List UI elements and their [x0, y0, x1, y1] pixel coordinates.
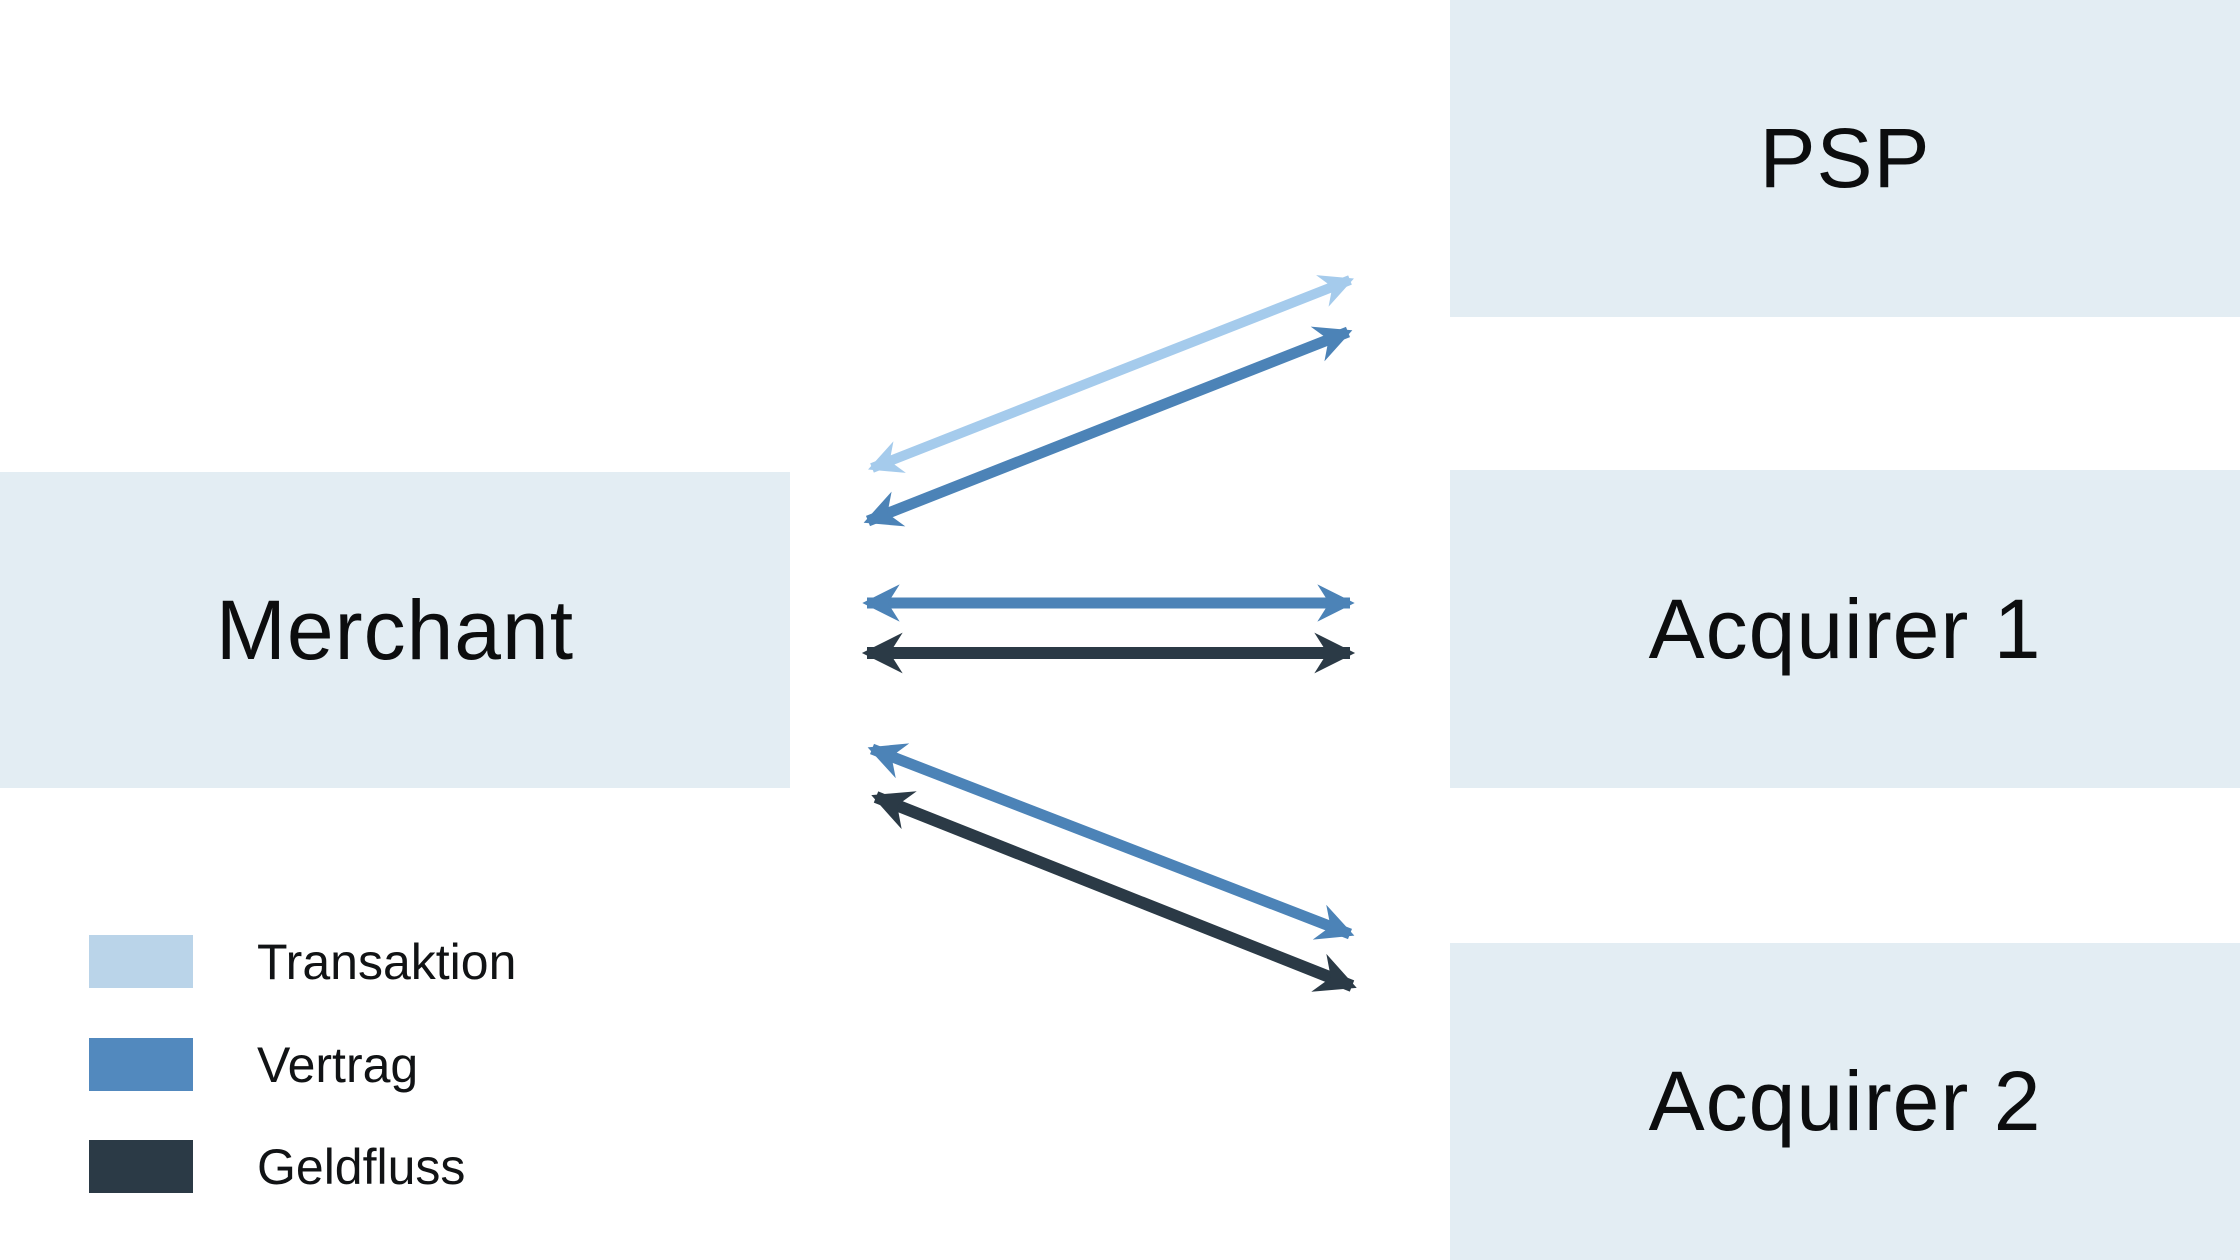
- legend-item-vertrag: Vertrag: [89, 1036, 419, 1093]
- legend-swatch-transaktion: [89, 935, 193, 988]
- legend: Transaktion Vertrag Geldfluss: [89, 933, 709, 1195]
- legend-label-vertrag: Vertrag: [257, 1036, 419, 1093]
- node-acquirer-2-label: Acquirer 2: [1648, 1054, 2042, 1148]
- node-acquirer-1-label: Acquirer 1: [1648, 581, 2042, 676]
- legend-swatch-vertrag: [89, 1038, 193, 1091]
- node-merchant-label: Merchant: [215, 582, 575, 677]
- legend-label-transaktion: Transaktion: [257, 933, 517, 990]
- legend-swatch-geldfluss: [89, 1140, 193, 1193]
- node-psp: PSP: [1450, 0, 2240, 317]
- edge-merchant-psp-vertrag: [863, 326, 1353, 527]
- legend-label-geldfluss: Geldfluss: [257, 1138, 466, 1195]
- edge-merchant-acquirer2-vertrag: [867, 743, 1355, 940]
- node-acquirer-1: Acquirer 1: [1450, 470, 2240, 788]
- node-psp-label: PSP: [1759, 111, 1931, 205]
- legend-item-transaktion: Transaktion: [89, 933, 517, 990]
- legend-item-geldfluss: Geldfluss: [89, 1138, 466, 1195]
- node-merchant: Merchant: [0, 472, 790, 788]
- edge-merchant-psp-transaktion: [868, 275, 1354, 473]
- node-acquirer-2: Acquirer 2: [1450, 943, 2240, 1260]
- edge-merchant-acquirer2-geldfluss: [871, 791, 1357, 992]
